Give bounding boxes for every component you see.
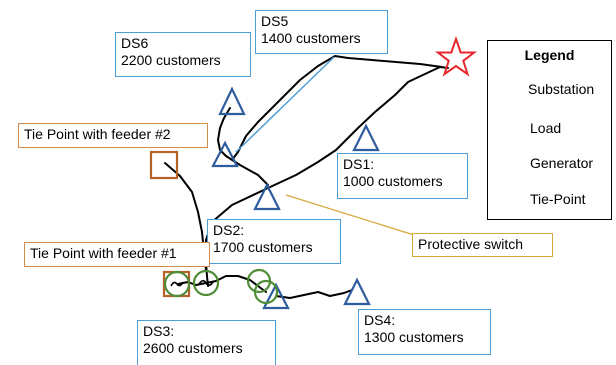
ds1-customers: 1000 customers: [343, 173, 443, 189]
ds4-customers: 1300 customers: [364, 329, 464, 345]
tie1-generator-circle-icon: [163, 270, 191, 298]
tie1-squiggle-icon: [170, 281, 184, 287]
ds6-load-triangle-icon: [218, 86, 246, 116]
ds5-name: DS5: [261, 13, 289, 29]
ds2-label-box: DS2: 1700 customers: [207, 219, 341, 264]
ds2-load-triangle-icon: [253, 182, 281, 211]
ds3-squiggle-icon: [198, 279, 214, 287]
substation-star-icon: [434, 35, 478, 77]
legend-title: Legend: [524, 47, 575, 63]
legend-label-load: Load: [530, 120, 562, 136]
ds4-load-triangle-icon: [343, 277, 371, 306]
ds5-label-box: DS5 1400 customers: [255, 10, 388, 54]
protective-switch-label: Protective switch: [418, 236, 524, 252]
ds1-name: DS1:: [343, 156, 375, 172]
ds4-lateral-line: [275, 289, 353, 299]
ds5-callout-pointer: [235, 56, 335, 153]
ds4-label-box: DS4: 1300 customers: [358, 309, 491, 355]
ds5-load-triangle-icon: [211, 140, 239, 168]
ds6-customers: 2200 customers: [121, 52, 221, 68]
ds6-label-box: DS6 2200 customers: [115, 32, 251, 77]
ds6-name: DS6: [121, 35, 149, 51]
tie2-label: Tie Point with feeder #2: [24, 126, 171, 142]
ds6-branch-line: [217, 107, 269, 186]
tie1-label-box: Tie Point with feeder #1: [24, 242, 210, 267]
legend-label-tie-point: Tie-Point: [530, 191, 586, 207]
ds3-label-box: DS3: 2600 customers: [137, 320, 276, 365]
legend-box: Legend Substation Load Generator Tie-Poi…: [487, 40, 612, 220]
ds2-name: DS2:: [213, 222, 245, 238]
ds2-customers: 1700 customers: [213, 239, 313, 255]
legend-label-substation: Substation: [528, 81, 595, 97]
ds3-customers: 2600 customers: [143, 340, 243, 356]
ds1-load-triangle-icon: [352, 123, 380, 152]
protective-switch-pointer: [285, 194, 415, 236]
ds5-customers: 1400 customers: [261, 30, 361, 46]
ds3-lateral-line: [177, 275, 267, 293]
tie2-label-box: Tie Point with feeder #2: [18, 123, 208, 148]
tie2-square-icon: [149, 150, 179, 180]
ds1-label-box: DS1: 1000 customers: [337, 153, 468, 199]
ds3-load-triangle-icon: [262, 282, 290, 310]
ds3-name: DS3:: [143, 323, 175, 339]
ds3c-generator-circle-icon: [253, 279, 279, 305]
tie1-label: Tie Point with feeder #1: [30, 245, 177, 261]
ds3-generator-circle-icon: [192, 269, 220, 297]
ds4-name: DS4:: [364, 312, 396, 328]
protective-switch-label-box: Protective switch: [412, 233, 553, 257]
legend-label-generator: Generator: [530, 155, 594, 171]
ds5-branch-line: [231, 55, 443, 161]
